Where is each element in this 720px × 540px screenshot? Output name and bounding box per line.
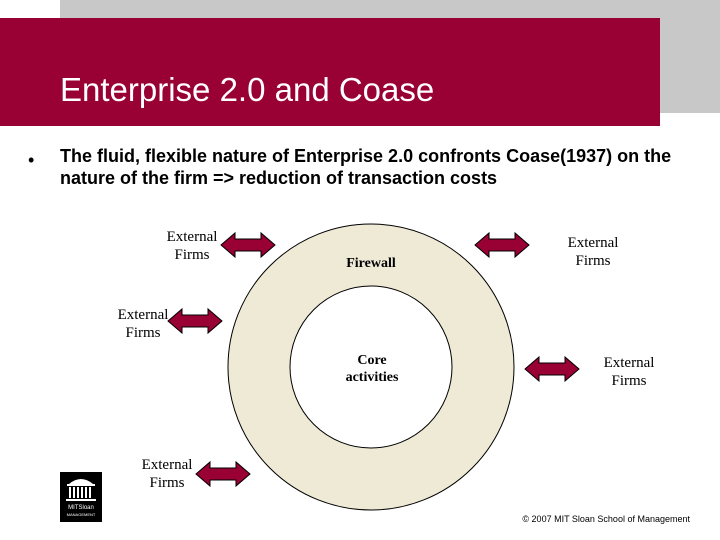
logo-wordmark: MITSloan MANAGEMENT [66,505,96,517]
external-firms-label-top-right: External Firms [567,235,619,269]
bullet-marker: • [28,150,35,170]
mit-dome-icon [66,479,96,501]
core-activities-label: Core activities [345,353,399,385]
arrow-top-right [474,232,530,258]
copyright-notice: © 2007 MIT Sloan School of Management [522,514,690,524]
slide-title: Enterprise 2.0 and Coase [60,71,435,108]
title-bar [0,18,660,126]
mit-sloan-logo: MITSloan MANAGEMENT [60,472,102,522]
bullet-text: The fluid, flexible nature of Enterprise… [60,146,672,188]
external-firms-label-middle-right: External Firms [603,355,655,389]
external-firms-label-bottom-left: External Firms [141,457,193,491]
external-firms-label-middle-left: External Firms [117,307,169,341]
arrow-middle-right [524,356,580,382]
core-circle [289,285,453,449]
external-firms-label-top-left: External Firms [166,229,218,263]
firewall-label: Firewall [346,256,396,271]
